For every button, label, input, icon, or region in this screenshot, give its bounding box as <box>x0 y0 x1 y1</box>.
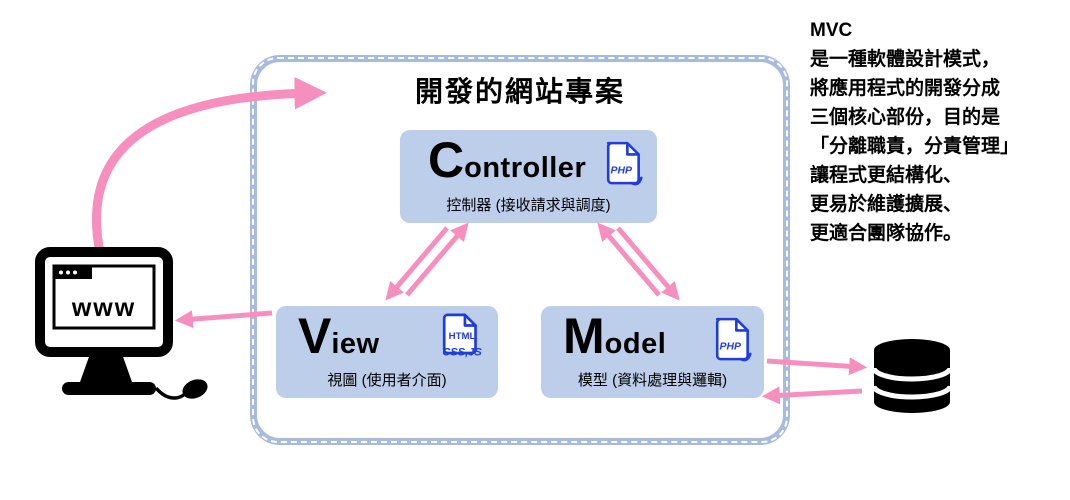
php-label: PHP <box>720 342 741 353</box>
model-initial: M <box>563 308 605 364</box>
tab-dot <box>66 270 70 275</box>
controller-box: Controller PHP 控制器 (接收請求與調度) <box>400 130 657 223</box>
file-shape <box>606 141 640 185</box>
mvc-description-line-6: 更易於維護擴展、 <box>810 194 963 215</box>
css-js-label: CSS,JS <box>442 346 482 358</box>
database-icon <box>871 339 953 413</box>
model-box: Model PHP 模型 (資料處理與邏輯) <box>541 306 764 398</box>
mvc-description: MVC 是一種軟體設計模式， 將應用程式的開發分成 三個核心部份，目的是 「分離… <box>810 16 1070 248</box>
mvc-description-line-3: 三個核心部份，目的是 <box>810 107 1001 128</box>
php-file-icon: PHP <box>715 317 752 362</box>
monitor-base <box>62 382 156 395</box>
file-curl <box>739 352 752 362</box>
project-title: 開發的網站專案 <box>414 76 625 107</box>
controller-rest: ontroller <box>464 152 587 184</box>
file-fold <box>463 314 476 327</box>
project-box: 開發的網站專案 Controller PHP 控制器 (接收請求與調度) Vie… <box>250 55 790 445</box>
model-rest: odel <box>604 328 667 360</box>
tab-dot <box>59 270 63 275</box>
mvc-description-line-7: 更適合團隊協作。 <box>810 223 963 244</box>
view-name: View <box>298 306 380 379</box>
controller-initial: C <box>428 132 465 188</box>
mvc-description-line-2: 將應用程式的開發分成 <box>810 78 1001 99</box>
html-label: HTML <box>449 331 476 342</box>
computer-icon: www <box>35 247 208 400</box>
db-separator <box>871 367 953 382</box>
view-subtitle: 視圖 (使用者介面) <box>327 372 447 389</box>
mvc-description-heading: MVC <box>810 20 853 41</box>
db-separator <box>871 385 953 400</box>
file-fold <box>735 319 748 332</box>
view-initial: V <box>298 308 332 364</box>
tab-dot <box>73 270 77 275</box>
mvc-description-line-5: 讓程式更結構化、 <box>810 165 963 186</box>
view-rest: iew <box>331 328 380 360</box>
monitor-stand <box>80 354 132 382</box>
file-curl <box>630 176 643 186</box>
php-label: PHP <box>611 166 632 177</box>
php-file-icon: PHP <box>606 141 643 186</box>
db-top-disc <box>874 339 950 361</box>
model-name: Model <box>563 306 666 379</box>
mvc-description-line-1: 是一種軟體設計模式， <box>810 49 1001 70</box>
browser-screen-text: www <box>71 294 136 322</box>
file-fold <box>626 143 639 156</box>
view-box: View HTML CSS,JS 視圖 (使用者介面) <box>276 306 498 398</box>
model-subtitle: 模型 (資料處理與邏輯) <box>577 372 728 389</box>
controller-subtitle: 控制器 (接收請求與調度) <box>446 197 611 214</box>
html-css-js-file-icon: HTML CSS,JS <box>442 313 482 358</box>
file-shape <box>715 317 749 361</box>
mvc-description-line-4: 「分離職責，分責管理」 <box>810 136 1020 157</box>
mouse-icon <box>182 379 208 399</box>
controller-name: Controller <box>428 130 586 203</box>
